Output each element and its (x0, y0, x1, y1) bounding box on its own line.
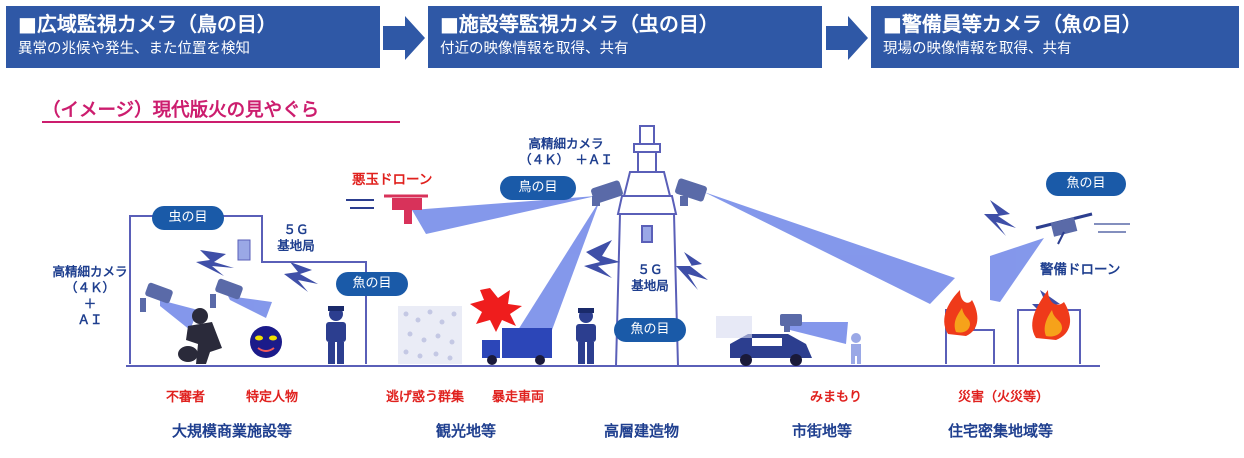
police-officer-icon (326, 306, 346, 364)
guard-drone-icon (1035, 212, 1130, 245)
arrow-right-icon (383, 16, 425, 60)
police-car-icon (730, 334, 812, 366)
header-title: ■施設等監視カメラ（虫の目） (440, 12, 719, 36)
header-fish-eye: ■警備員等カメラ（魚の目） 現場の映像情報を取得、共有 (871, 6, 1239, 68)
camera-icon (780, 314, 802, 332)
camera-icon (210, 278, 243, 308)
suspicious-person-icon (178, 308, 222, 364)
guard-drone-label: 警備ドローン (1040, 262, 1121, 278)
category-tourist: 観光地等 (436, 422, 497, 440)
camera-label-tower: 高精細カメラ （４Ｋ） ＋ＡＩ (519, 136, 613, 167)
truck-icon (482, 328, 552, 365)
beam-to-residential (704, 192, 955, 304)
category-urban: 市街地等 (792, 422, 853, 440)
specific-person-icon (250, 326, 282, 358)
tag-insect-eye: 虫の目 (152, 206, 224, 230)
beam-left-1 (160, 300, 198, 330)
base-station-icon (237, 239, 251, 261)
beam-street (790, 322, 848, 344)
fire-icon (1032, 290, 1071, 340)
tag-bird-eye: 鳥の目 (500, 176, 576, 200)
camera-label-left: 高精細カメラ （４Ｋ） ＋ ＡＩ (52, 264, 128, 327)
crowd-icon (398, 306, 462, 364)
tag-fish-eye-left: 魚の目 (336, 272, 408, 296)
base-station-label-left: ５Ｇ 基地局 (277, 222, 315, 253)
header-subtitle: 現場の映像情報を取得、共有 (883, 41, 1072, 57)
label-suspicious: 不審者 (166, 390, 206, 405)
label-runaway-vehicle: 暴走車両 (492, 390, 545, 405)
header-title: ■広域監視カメラ（鳥の目） (18, 12, 277, 36)
header-insect-eye: ■施設等監視カメラ（虫の目） 付近の映像情報を取得、共有 (428, 6, 822, 68)
tag-fish-eye-tower: 魚の目 (614, 318, 686, 342)
header-title: ■警備員等カメラ（魚の目） (883, 12, 1142, 36)
bad-drone-icon (346, 194, 428, 224)
header-subtitle: 付近の映像情報を取得、共有 (440, 41, 629, 57)
camera-icon (140, 282, 173, 312)
camera-icon (591, 180, 623, 206)
label-watching: みまもり (810, 390, 863, 405)
camera-icon (675, 178, 707, 206)
bad-drone-label: 悪玉ドローン (352, 172, 433, 188)
explosion-icon (470, 288, 522, 332)
tag-fish-eye-right: 魚の目 (1046, 172, 1126, 196)
category-high-rise: 高層建造物 (604, 422, 680, 440)
title-underline (42, 121, 400, 123)
category-residential: 住宅密集地域等 (948, 422, 1054, 440)
arrow-right-icon (826, 16, 868, 60)
beam-to-truck (518, 200, 600, 330)
beam-left-2 (228, 296, 272, 318)
header-subtitle: 異常の兆候や発生、また位置を検知 (18, 41, 250, 57)
beam-drone-right (990, 238, 1044, 302)
header-bird-eye: ■広域監視カメラ（鳥の目） 異常の兆候や発生、また位置を検知 (6, 6, 380, 68)
base-station-label-tower: ５Ｇ 基地局 (631, 262, 669, 293)
label-disaster: 災害（火災等） (958, 390, 1050, 405)
label-crowd: 逃げ惑う群集 (386, 390, 465, 405)
image-title: （イメージ）現代版火の見やぐら (42, 100, 320, 121)
child-icon (851, 333, 861, 364)
category-commercial: 大規模商業施設等 (172, 422, 293, 440)
label-specific-person: 特定人物 (246, 390, 299, 405)
police-officer-icon (576, 308, 596, 364)
beam-to-drone (412, 196, 596, 234)
fire-icon (944, 290, 978, 336)
